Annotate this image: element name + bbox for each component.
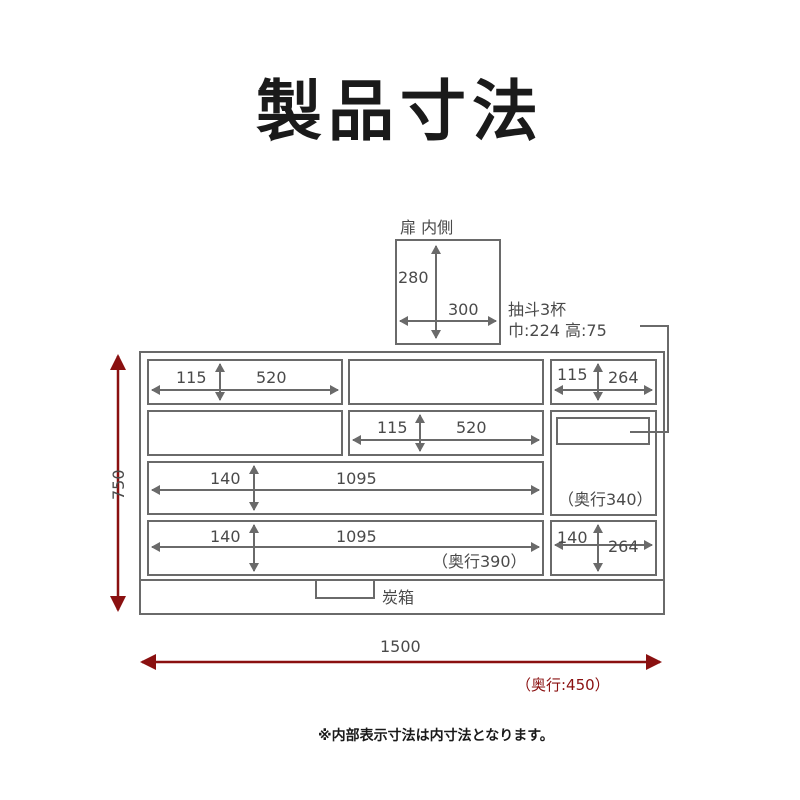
cabinet-outline bbox=[139, 351, 665, 615]
row4-width: 1095 bbox=[336, 527, 377, 546]
drawer-note-count: 抽斗3杯 bbox=[508, 300, 566, 319]
compartment-row3 bbox=[147, 461, 544, 515]
row3-width: 1095 bbox=[336, 469, 377, 488]
row4-inner-depth: （奥行390） bbox=[432, 552, 527, 571]
bottom-right-width: 264 bbox=[608, 537, 639, 556]
drawer-front bbox=[556, 417, 650, 445]
drawer-note-size: 巾:224 高:75 bbox=[508, 321, 607, 340]
overall-height-value: 750 bbox=[109, 469, 128, 500]
page-title: 製品寸法 bbox=[256, 72, 544, 150]
door-inside-panel: 扉 内側 280 300 bbox=[395, 218, 501, 345]
door-box bbox=[395, 239, 501, 345]
overall-width-value: 1500 bbox=[380, 637, 421, 656]
top-right-width: 264 bbox=[608, 368, 639, 387]
compartment-mid-center bbox=[348, 410, 544, 456]
compartment-top-left bbox=[147, 359, 343, 405]
door-height-value: 280 bbox=[398, 268, 429, 287]
row3-depth: 140 bbox=[210, 469, 241, 488]
drawer-note: 抽斗3杯 巾:224 高:75 bbox=[508, 300, 669, 433]
compartment-top-center bbox=[348, 359, 544, 405]
footnote: ※内部表示寸法は内寸法となります。 bbox=[318, 727, 554, 744]
door-width-value: 300 bbox=[448, 300, 479, 319]
row4-depth: 140 bbox=[210, 527, 241, 546]
compartment-bottom-right bbox=[550, 520, 657, 576]
compartment-right-tall bbox=[550, 410, 657, 516]
door-label: 扉 内側 bbox=[400, 218, 453, 237]
mid-center-depth: 115 bbox=[377, 418, 408, 437]
top-left-width: 520 bbox=[256, 368, 287, 387]
bottom-right-depth: 140 bbox=[557, 528, 588, 547]
mid-center-width: 520 bbox=[456, 418, 487, 437]
right-tall-inner-depth: （奥行340） bbox=[558, 490, 653, 509]
compartment-mid-left bbox=[147, 410, 343, 456]
top-left-depth: 115 bbox=[176, 368, 207, 387]
compartment-row4 bbox=[147, 520, 544, 576]
compartment-top-right bbox=[550, 359, 657, 405]
top-right-depth: 115 bbox=[557, 365, 588, 384]
overall-depth-value: （奥行:450） bbox=[516, 676, 610, 694]
charcoal-box-handle bbox=[315, 579, 375, 599]
charcoal-box-label: 炭箱 bbox=[382, 588, 414, 607]
